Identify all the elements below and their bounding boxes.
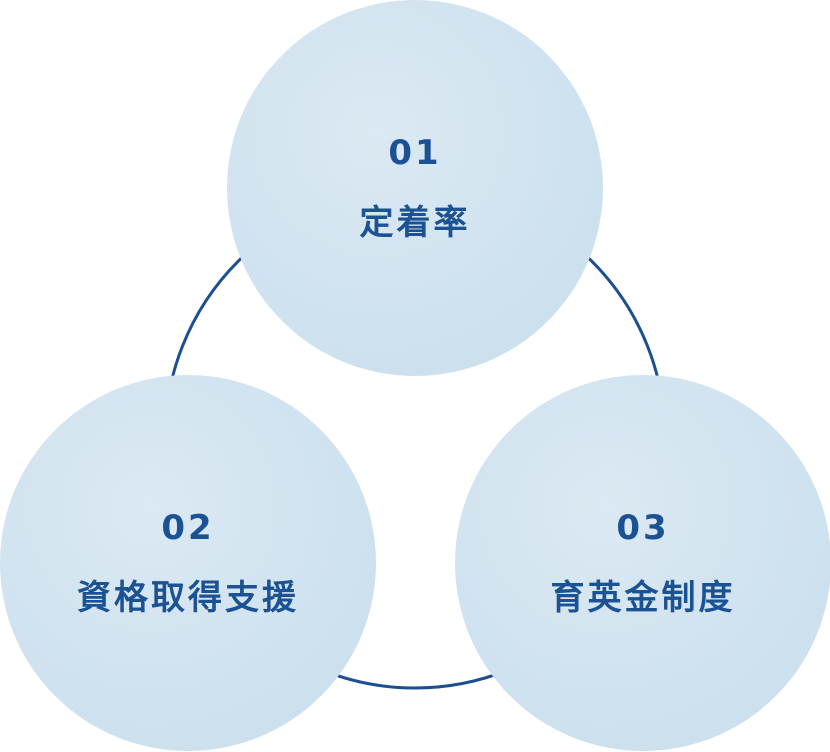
item-label: 定着率 xyxy=(359,202,471,243)
item-number: 02 xyxy=(161,507,215,548)
circle-item-01: 01 定着率 xyxy=(227,0,603,376)
item-number: 01 xyxy=(388,132,442,173)
circle-item-03: 03 育英金制度 xyxy=(455,375,830,751)
item-label: 資格取得支援 xyxy=(77,577,299,618)
circle-item-02: 02 資格取得支援 xyxy=(0,375,376,751)
item-number: 03 xyxy=(616,507,670,548)
item-label: 育英金制度 xyxy=(550,577,736,618)
